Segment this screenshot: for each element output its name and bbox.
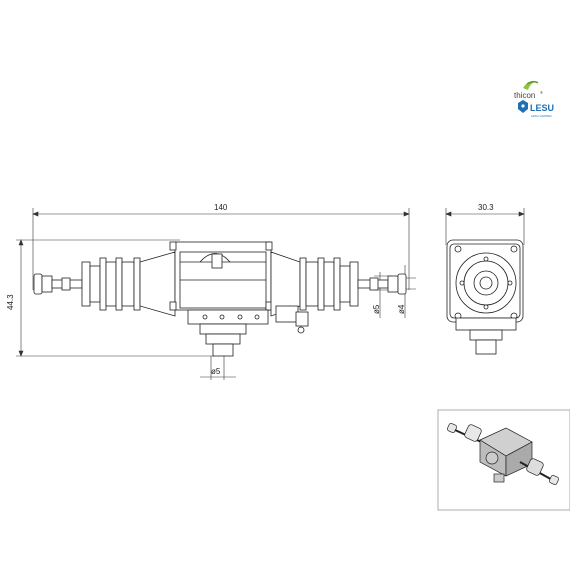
dim-total-width: 140 (214, 203, 228, 212)
dim-output-shaft: ø5 (211, 367, 221, 376)
dim-side-width: 30.3 (478, 203, 494, 212)
lesu-logo: LESU LESU LIMITED (518, 100, 554, 118)
thicon-registered-mark: ® (540, 90, 543, 95)
dim-shaft-b: ø4 (397, 304, 406, 314)
lesu-tagline: LESU LIMITED (531, 114, 552, 118)
front-view-axle (33, 241, 407, 357)
dimension-lines (16, 208, 525, 380)
thicon-logo: thicon ® (514, 80, 543, 100)
dim-height: 44.3 (6, 294, 15, 310)
thicon-wordmark: thicon (514, 91, 535, 100)
side-view (446, 239, 524, 355)
isometric-preview (437, 409, 570, 511)
dim-shaft-a: ø5 (372, 304, 381, 314)
lesu-wordmark: LESU (530, 103, 554, 113)
